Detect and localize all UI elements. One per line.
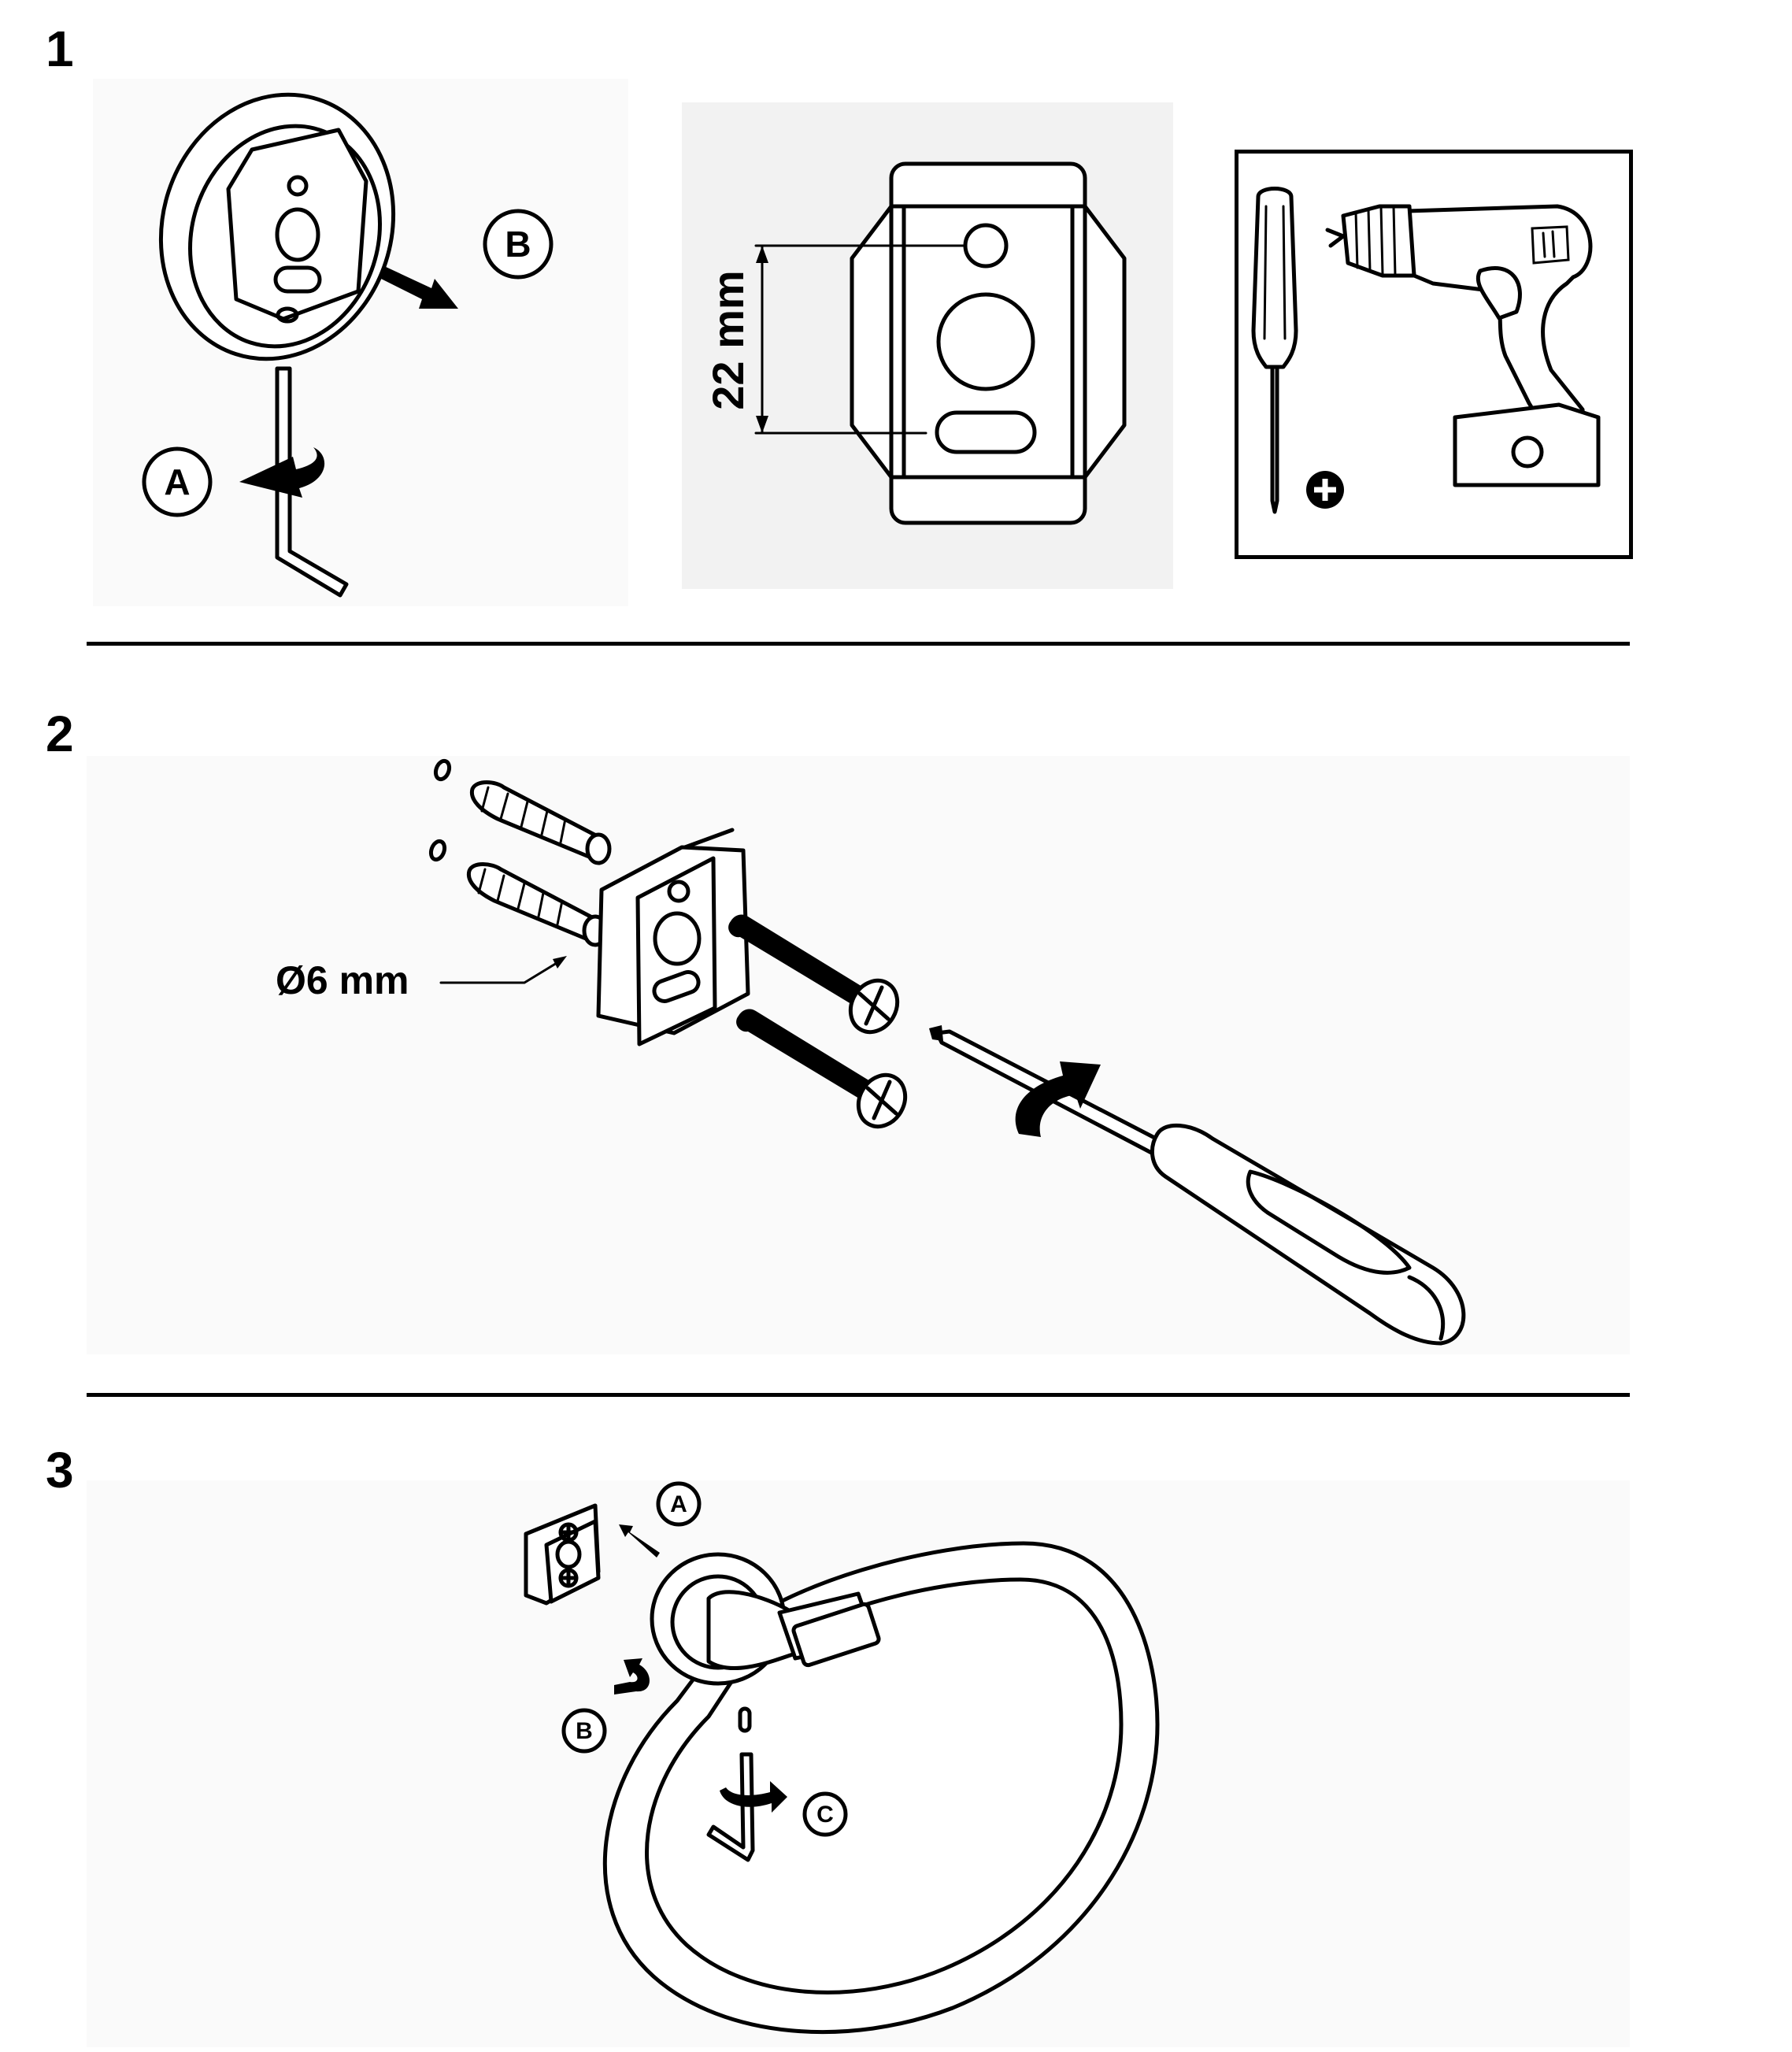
label-a-step-3-circle: A bbox=[656, 1481, 702, 1527]
arrow-b-icon bbox=[378, 266, 458, 309]
wall-holes bbox=[428, 758, 452, 862]
label-b-circle: B bbox=[483, 209, 554, 280]
wall-plug-top bbox=[469, 780, 612, 865]
screwdriver-icon bbox=[1251, 187, 1298, 514]
plus-icon bbox=[1306, 471, 1344, 509]
mounting-bracket bbox=[596, 828, 750, 1046]
ring-rosette bbox=[650, 1552, 881, 1686]
wall-plug-bottom bbox=[466, 862, 609, 947]
label-b-step-3: B bbox=[576, 1718, 593, 1744]
screw-bottom bbox=[736, 1009, 908, 1129]
label-c-step-3-circle: C bbox=[802, 1791, 848, 1837]
rotate-arrow-step-2-icon bbox=[1015, 1061, 1101, 1137]
label-a-step-3: A bbox=[670, 1491, 687, 1517]
label-c-step-3: C bbox=[816, 1802, 834, 1828]
step-2-number: 2 bbox=[46, 706, 74, 762]
screwdriver-step-2-icon bbox=[929, 1025, 1466, 1346]
arrow-a-step-3-icon bbox=[619, 1524, 660, 1558]
bracket-drawing: 22 mm bbox=[703, 161, 1127, 525]
step-1-number: 1 bbox=[46, 20, 74, 77]
divider-step-2-3 bbox=[87, 1393, 1630, 1397]
step-3-number: 3 bbox=[46, 1442, 74, 1498]
dimension-6mm: Ø6 mm bbox=[276, 958, 409, 1002]
rotate-arrow-icon bbox=[239, 447, 325, 498]
divider-step-1-2 bbox=[87, 642, 1630, 646]
set-screw bbox=[738, 1706, 752, 1733]
rotate-arrow-b-icon bbox=[614, 1658, 650, 1695]
allen-key-icon bbox=[275, 366, 349, 598]
dimension-22mm: 22 mm bbox=[703, 270, 753, 409]
screw-top bbox=[728, 914, 900, 1035]
label-b: B bbox=[505, 224, 531, 265]
label-b-step-3-circle: B bbox=[561, 1708, 607, 1754]
diameter-label-group: Ø6 mm bbox=[276, 956, 567, 1002]
label-a-circle: A bbox=[142, 446, 213, 517]
drill-icon bbox=[1325, 204, 1601, 487]
label-a: A bbox=[164, 461, 190, 502]
small-bracket bbox=[524, 1503, 601, 1606]
rotate-arrow-c-icon bbox=[720, 1781, 787, 1813]
allen-key-step-3-icon bbox=[706, 1752, 755, 1862]
rosette-drawing bbox=[158, 92, 396, 361]
